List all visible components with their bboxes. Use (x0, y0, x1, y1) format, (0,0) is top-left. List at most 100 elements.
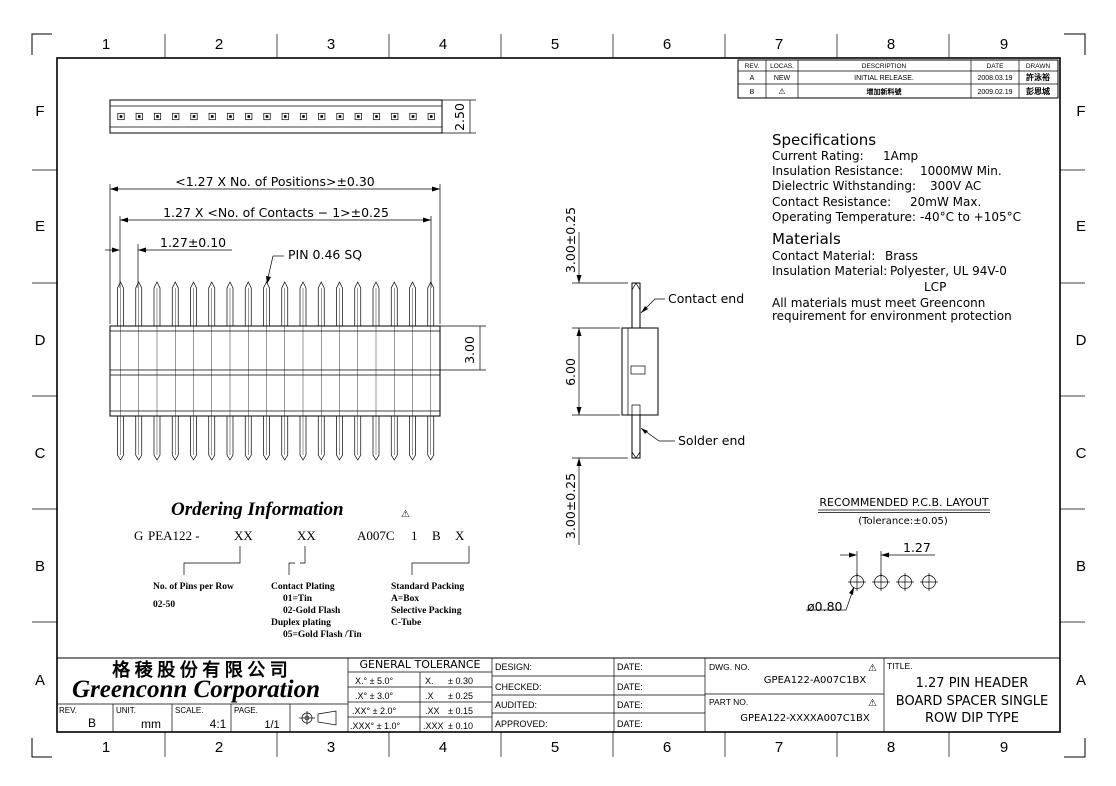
front-view-pin-bottom (190, 416, 197, 461)
order-code-part: G (134, 528, 143, 543)
grid-row-labels-right: F E D C B A (1076, 103, 1087, 689)
top-view-pin (153, 112, 162, 121)
tolerance-linear-value: ± 0.15 (448, 706, 473, 716)
pcb-tolerance: (Tolerance:±0.05) (858, 516, 948, 527)
front-view-pin-top (244, 281, 252, 326)
top-view-pin (391, 112, 399, 121)
top-view-pin-center (302, 115, 305, 118)
side-view: 3.00±0.25 6.00 3.00±0.25 Contact end Sol… (563, 207, 745, 545)
top-view-pin (245, 112, 253, 121)
rev-cell: 增加新料號 (867, 87, 902, 96)
front-view-pin-bottom (226, 416, 234, 461)
top-view-pin-center (156, 115, 159, 118)
tolerance-angle: .XX° ± 2.0° (352, 706, 397, 716)
rev-header-desc: DESCRIPTION (862, 63, 907, 70)
front-view-pin-top (372, 281, 380, 326)
order-desc-pins: No. of Pins per Row (153, 582, 234, 592)
spec-label: Contact Resistance: (772, 195, 891, 209)
top-view-pin-center (356, 115, 360, 118)
grid-col-label: 6 (663, 739, 671, 756)
material-value: Polyester, UL 94V-0 (890, 264, 1007, 278)
top-view-pin-center (174, 115, 178, 118)
front-view-pin-bottom (208, 416, 216, 461)
top-view-pin (409, 112, 417, 121)
front-view-pin-top (427, 281, 435, 326)
front-view-pin-bottom (153, 416, 161, 461)
title-label: TITLE. (887, 661, 913, 671)
rev-cell: 彭恩城 (1026, 86, 1050, 96)
grid-column-labels-top: 1 2 3 4 5 6 7 8 9 (102, 36, 1008, 53)
date-label: DATE: (617, 700, 643, 710)
top-view-pin (190, 112, 198, 121)
front-view: <1.27 X No. of Positions>±0.30 1.27 X <N… (105, 174, 486, 461)
tolerance-linear-label: X. (425, 676, 434, 686)
top-view-pin (427, 112, 435, 121)
grid-column-labels-bottom: 1 2 3 4 5 6 7 8 9 (102, 739, 1008, 756)
tolerance-linear-value: ± 0.30 (448, 676, 473, 686)
grid-row-label: C (35, 445, 46, 462)
top-view-pin-center (320, 115, 324, 118)
ordering-title: Ordering Information (171, 499, 344, 520)
ordering-information: Ordering Information ⚠ G PEA122 - XX XX … (134, 499, 470, 640)
overall-length-dim: <1.27 X No. of Positions>±0.30 (175, 174, 375, 189)
rev-cell: 2008.03.19 (977, 75, 1012, 82)
order-desc-plating: 01=Tin (283, 594, 313, 604)
top-view-pin-center (375, 115, 378, 118)
top-view-pin-center (210, 115, 214, 118)
tolerance-linear-label: .XX (425, 706, 440, 716)
solder-end-label: Solder end (678, 433, 745, 448)
rev-cell: NEW (774, 75, 791, 82)
tolerance-linear-value: ± 0.25 (448, 691, 473, 701)
rev-cell: INITIAL RELEASE. (854, 75, 914, 82)
tolerance-angle: X.° ± 5.0° (355, 676, 394, 686)
front-view-pin-top (208, 281, 216, 326)
front-view-pin-top (299, 281, 307, 326)
body-length-dim: 6.00 (563, 358, 578, 386)
top-view-pin (135, 112, 143, 121)
solder-end-length-dim: 3.00±0.25 (563, 473, 578, 539)
front-view-pin-bottom (427, 416, 435, 461)
date-label: DATE: (617, 719, 643, 729)
order-code-part: A007C (357, 528, 395, 543)
top-view-pin (299, 112, 308, 121)
grid-row-label: F (35, 103, 44, 120)
material-extra: LCP (924, 280, 946, 294)
warning-triangle-icon: ⚠ (868, 698, 877, 709)
top-view-pin (117, 112, 125, 121)
order-code-part: 1 (411, 528, 418, 543)
pcb-hole-dim: ø0.80 (807, 599, 843, 614)
spec-label: Operating Temperature: (772, 210, 916, 224)
top-view-pin-center (283, 115, 287, 118)
top-view-pin (263, 112, 271, 121)
body-height-dim: 3.00 (462, 336, 477, 364)
grid-row-label: D (1076, 332, 1087, 349)
company-name-en: Greenconn Corporation (72, 676, 320, 703)
sign-row-label: APPROVED: (495, 719, 548, 729)
page-label: PAGE. (234, 706, 258, 715)
top-view-pin-center (338, 115, 342, 118)
grid-col-label: 7 (775, 36, 783, 53)
grid-col-label: 8 (887, 739, 895, 756)
rev-cell: 許泳裕 (1026, 72, 1050, 82)
front-view-pin-top (263, 281, 270, 326)
warning-triangle-icon: ⚠ (778, 87, 785, 96)
grid-row-label: B (1076, 558, 1086, 575)
spec-label: Dielectric Withstanding: (772, 179, 916, 193)
top-view-height-dim: 2.50 (452, 103, 467, 131)
top-view-pin-center (265, 115, 269, 118)
rev-header-drawn: DRAWN (1026, 63, 1051, 70)
grid-row-label: C (1076, 445, 1087, 462)
front-view-pin-top (281, 281, 289, 326)
grid-row-labels-left: F E D C B A (35, 103, 46, 689)
top-view-pin-center (229, 115, 232, 118)
grid-row-label: B (35, 558, 45, 575)
rev-label: REV. (59, 706, 77, 715)
sign-row-label: AUDITED: (495, 700, 537, 710)
pitch-dim: 1.27±0.10 (160, 235, 226, 250)
grid-col-label: 9 (1000, 36, 1008, 53)
front-view-pin-top (190, 281, 197, 326)
rev-header-loc: LOCAS. (770, 63, 794, 70)
order-desc-packing: Standard Packing (391, 582, 464, 592)
top-view-pin (336, 112, 344, 121)
rev-header-date: DATE (987, 63, 1005, 70)
